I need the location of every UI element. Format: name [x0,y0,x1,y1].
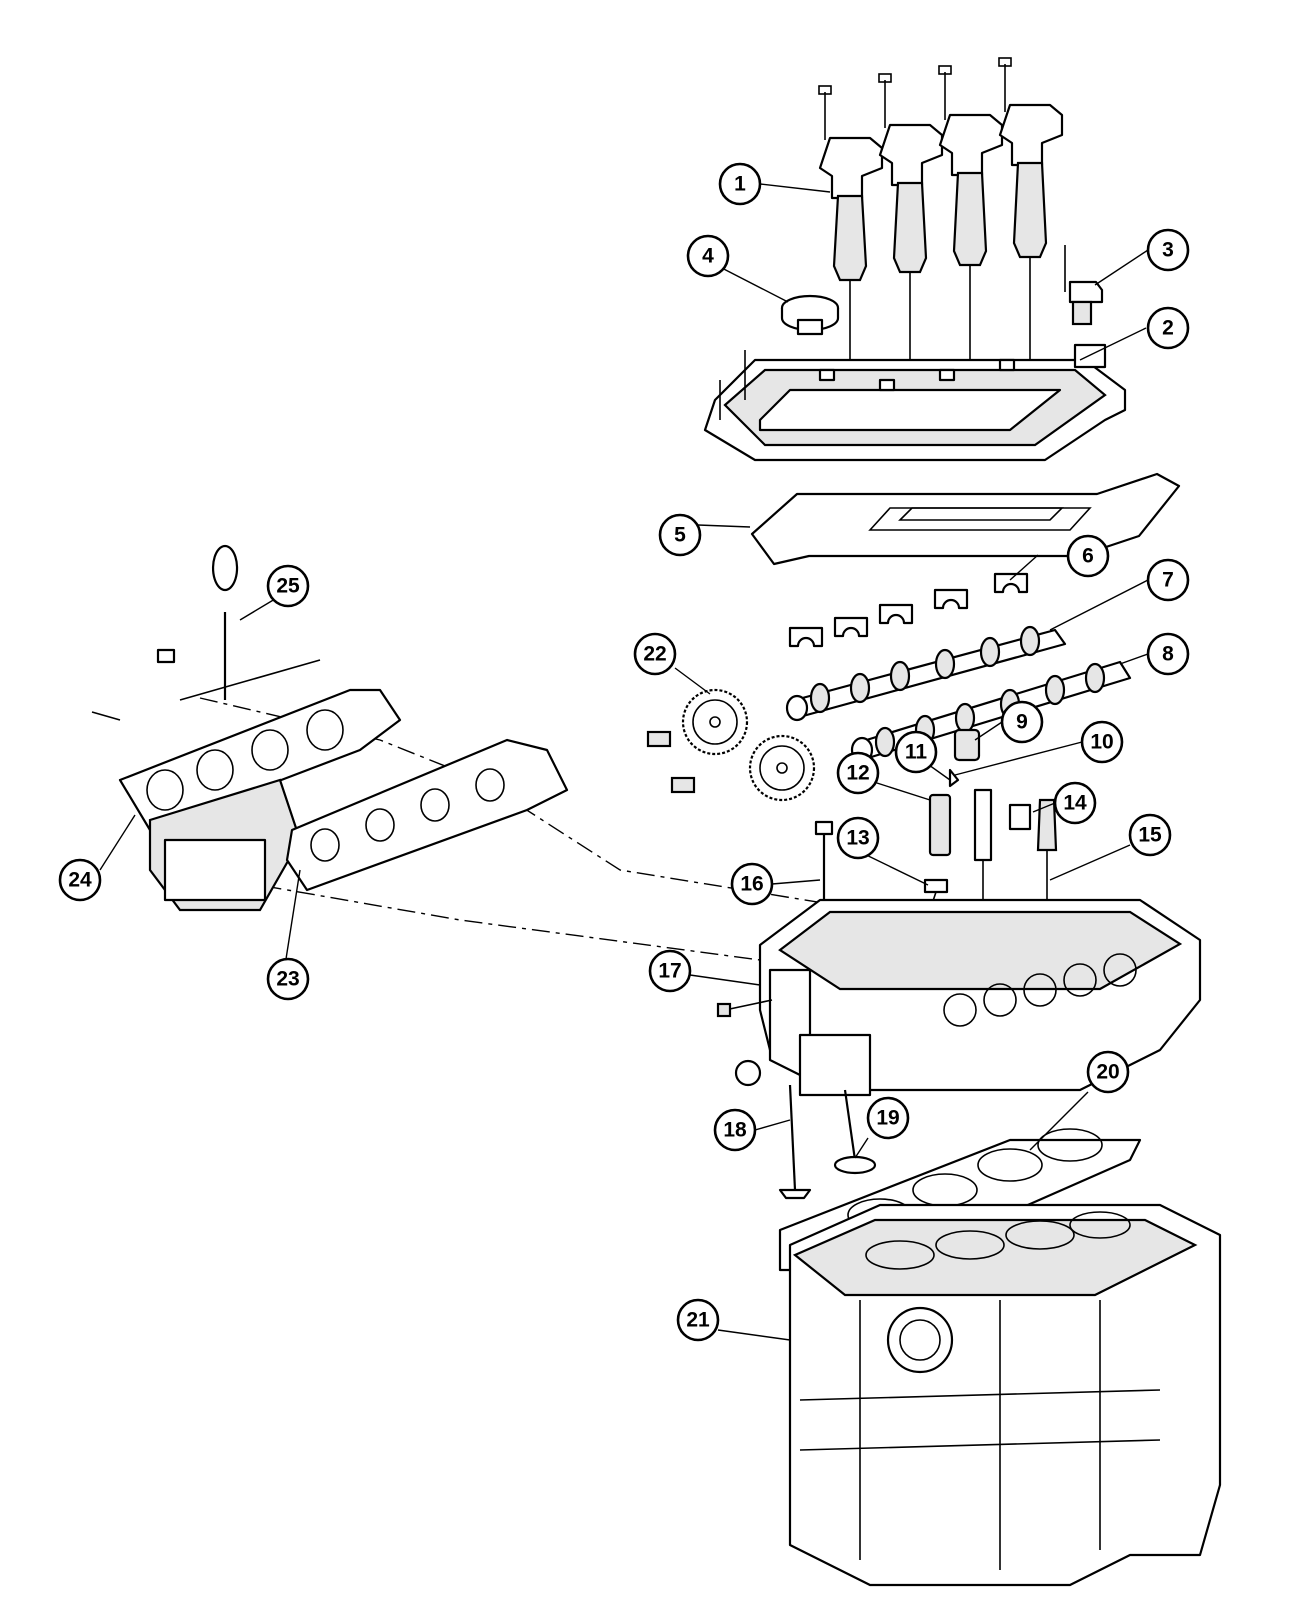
valve-cover-gasket [750,472,1181,566]
callout-23: 23 [266,957,310,1001]
callout-22: 22 [633,632,677,676]
svg-text:20: 20 [1096,1061,1119,1084]
exhaust-manifold [91,544,402,912]
callout-25: 25 [266,564,310,608]
callout-14: 14 [1053,781,1097,825]
svg-text:9: 9 [1016,711,1028,734]
svg-text:3: 3 [1162,239,1174,262]
camshaft-position-sensor [1064,245,1104,326]
camshaft-sprockets [646,688,816,802]
svg-text:16: 16 [740,873,763,896]
callout-21: 21 [676,1298,720,1342]
engine-block [788,1203,1222,1587]
svg-text:17: 17 [658,960,681,983]
ignition-coils [818,57,1064,410]
svg-text:8: 8 [1162,643,1174,666]
callout-17: 17 [648,949,692,993]
svg-text:18: 18 [723,1119,747,1142]
svg-text:25: 25 [276,575,300,598]
callout-24: 24 [58,858,102,902]
callout-1: 1 [718,162,762,206]
leader-lines [99,183,1149,1341]
svg-text:10: 10 [1090,731,1113,754]
callout-5: 5 [658,513,702,557]
svg-text:24: 24 [68,869,92,892]
svg-text:14: 14 [1063,792,1087,815]
callout-8: 8 [1146,632,1190,676]
callout-18: 18 [713,1108,757,1152]
camshaft-bearing-caps [788,572,1029,648]
exhaust-manifold-gasket [285,738,569,892]
svg-text:1: 1 [734,173,746,196]
svg-text:23: 23 [276,968,299,991]
intake-camshaft [785,625,1067,722]
svg-text:2: 2 [1162,317,1174,340]
svg-text:6: 6 [1082,545,1094,568]
callout-7: 7 [1146,558,1190,602]
svg-text:13: 13 [846,827,869,850]
valve-cover [703,343,1127,462]
callout-12: 12 [836,751,880,795]
svg-text:21: 21 [686,1309,710,1332]
svg-text:11: 11 [905,741,928,764]
callout-6: 6 [1066,534,1110,578]
svg-text:5: 5 [674,524,686,547]
svg-text:15: 15 [1138,824,1162,847]
callout-19: 19 [866,1096,910,1140]
callout-4: 4 [686,234,730,278]
callout-15: 15 [1128,813,1172,857]
callout-20: 20 [1086,1050,1130,1094]
valve-train-parts [899,728,1058,1001]
callout-11: 11 [894,730,938,774]
cylinder-head [716,898,1202,1097]
svg-text:12: 12 [846,762,869,785]
callout-10: 10 [1080,720,1124,764]
callout-3: 3 [1146,228,1190,272]
callout-9: 9 [1000,700,1044,744]
svg-text:19: 19 [876,1107,899,1130]
callout-16: 16 [730,862,774,906]
svg-text:22: 22 [643,643,666,666]
oil-filler-cap [780,294,840,336]
svg-text:7: 7 [1162,569,1174,592]
callout-13: 13 [836,816,880,860]
callout-2: 2 [1146,306,1190,350]
valves [778,1084,877,1200]
svg-text:4: 4 [702,245,714,268]
